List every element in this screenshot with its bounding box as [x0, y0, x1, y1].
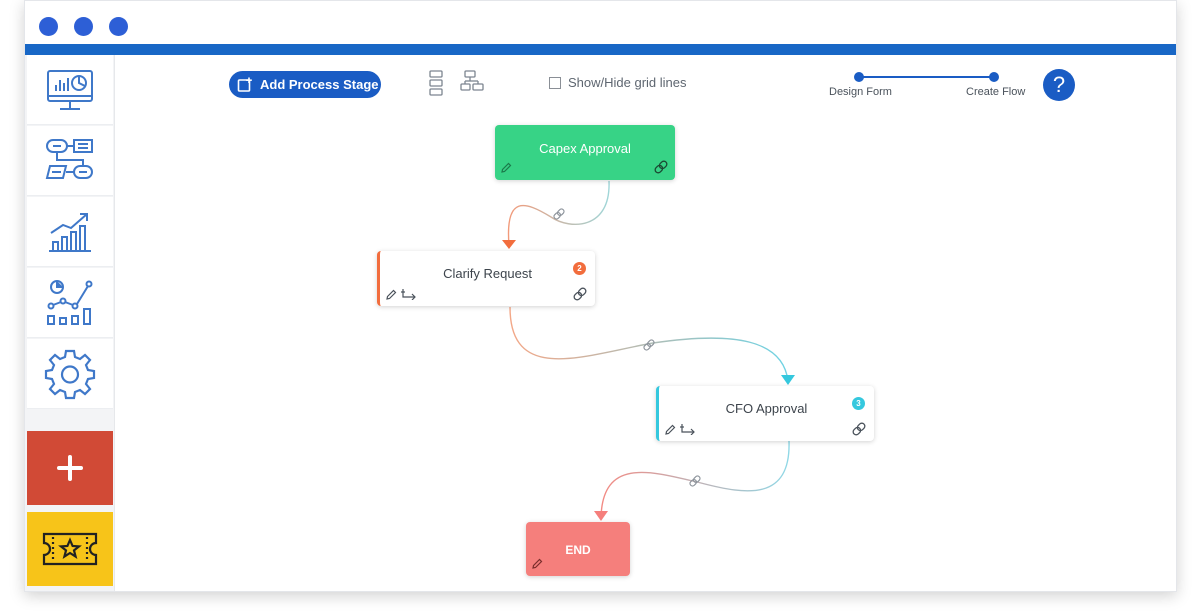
node-title: CFO Approval: [725, 401, 808, 416]
link-icon[interactable]: [643, 339, 655, 351]
route-arrow-icon[interactable]: [680, 423, 696, 435]
step-label-create-flow[interactable]: Create Flow: [966, 86, 1026, 98]
app-window: Add Process Stage Show/Hide grid lines D…: [24, 0, 1177, 592]
add-process-stage-button[interactable]: Add Process Stage: [229, 71, 381, 98]
arrow-into-cfo: [781, 375, 795, 385]
sidebar-item-analytics[interactable]: [27, 268, 113, 338]
sidebar-item-process-flow[interactable]: [27, 126, 113, 196]
stepper-track: [859, 76, 994, 78]
connector-cfo-to-end[interactable]: [600, 440, 790, 518]
step-label-design-form[interactable]: Design Form: [829, 86, 892, 98]
step-dot-create-flow[interactable]: [989, 72, 999, 82]
add-process-stage-label: Add Process Stage: [260, 77, 379, 92]
connector-clarify-to-cfo[interactable]: [509, 306, 789, 382]
vertical-layout-icon[interactable]: [429, 70, 443, 96]
growth-chart-icon: [49, 212, 91, 252]
sidebar-item-settings[interactable]: [27, 339, 113, 409]
link-icon[interactable]: [553, 208, 565, 220]
add-button[interactable]: [27, 431, 113, 505]
sidebar-item-growth-chart[interactable]: [27, 197, 113, 267]
flow-node-end[interactable]: END: [526, 522, 630, 576]
flow-node-start[interactable]: Capex Approval: [495, 125, 675, 180]
node-count-badge: 2: [573, 262, 586, 275]
window-close-dot[interactable]: [39, 17, 58, 36]
window-maximize-dot[interactable]: [109, 17, 128, 36]
pencil-icon[interactable]: [665, 424, 676, 435]
flow-connectors: [502, 180, 795, 521]
arrow-into-end: [594, 511, 608, 521]
link-icon[interactable]: [851, 421, 867, 437]
pencil-icon[interactable]: [532, 558, 543, 569]
grid-lines-checkbox[interactable]: [549, 76, 561, 89]
node-title: Clarify Request: [443, 266, 532, 281]
grid-lines-label: Show/Hide grid lines: [568, 75, 687, 90]
window-minimize-dot[interactable]: [74, 17, 93, 36]
step-dot-design-form[interactable]: [854, 72, 864, 82]
link-icon[interactable]: [653, 159, 669, 175]
dashboard-monitor-icon: [47, 69, 93, 110]
arrow-into-clarify: [502, 240, 516, 249]
sidebar: [25, 55, 115, 591]
pencil-icon[interactable]: [501, 162, 512, 173]
sidebar-item-dashboard[interactable]: [27, 55, 113, 125]
flow-node-cfo-approval[interactable]: CFO Approval 3: [656, 386, 874, 441]
analytics-icon: [47, 279, 93, 325]
ticket-button[interactable]: [27, 512, 113, 586]
add-stage-icon: [237, 77, 252, 92]
help-button[interactable]: ?: [1043, 69, 1075, 101]
gear-icon: [44, 349, 96, 399]
flow-node-clarify-request[interactable]: Clarify Request 2: [377, 251, 595, 306]
node-title: END: [565, 543, 591, 557]
connector-start-to-clarify[interactable]: [507, 180, 610, 246]
grid-lines-toggle[interactable]: Show/Hide grid lines: [549, 75, 687, 90]
ticket-star-icon: [42, 532, 98, 566]
plus-icon: [57, 455, 83, 481]
process-flow-icon: [45, 138, 93, 179]
node-title: Capex Approval: [539, 141, 631, 156]
header-accent-bar: [25, 44, 1176, 55]
tree-layout-icon[interactable]: [460, 70, 484, 96]
help-icon: ?: [1052, 72, 1066, 97]
node-count-badge: 3: [852, 397, 865, 410]
route-arrow-icon[interactable]: [401, 288, 417, 300]
flow-canvas: Add Process Stage Show/Hide grid lines D…: [115, 55, 1176, 591]
pencil-icon[interactable]: [386, 289, 397, 300]
link-icon[interactable]: [689, 475, 701, 487]
title-bar: [25, 1, 1176, 44]
link-icon[interactable]: [572, 286, 588, 302]
